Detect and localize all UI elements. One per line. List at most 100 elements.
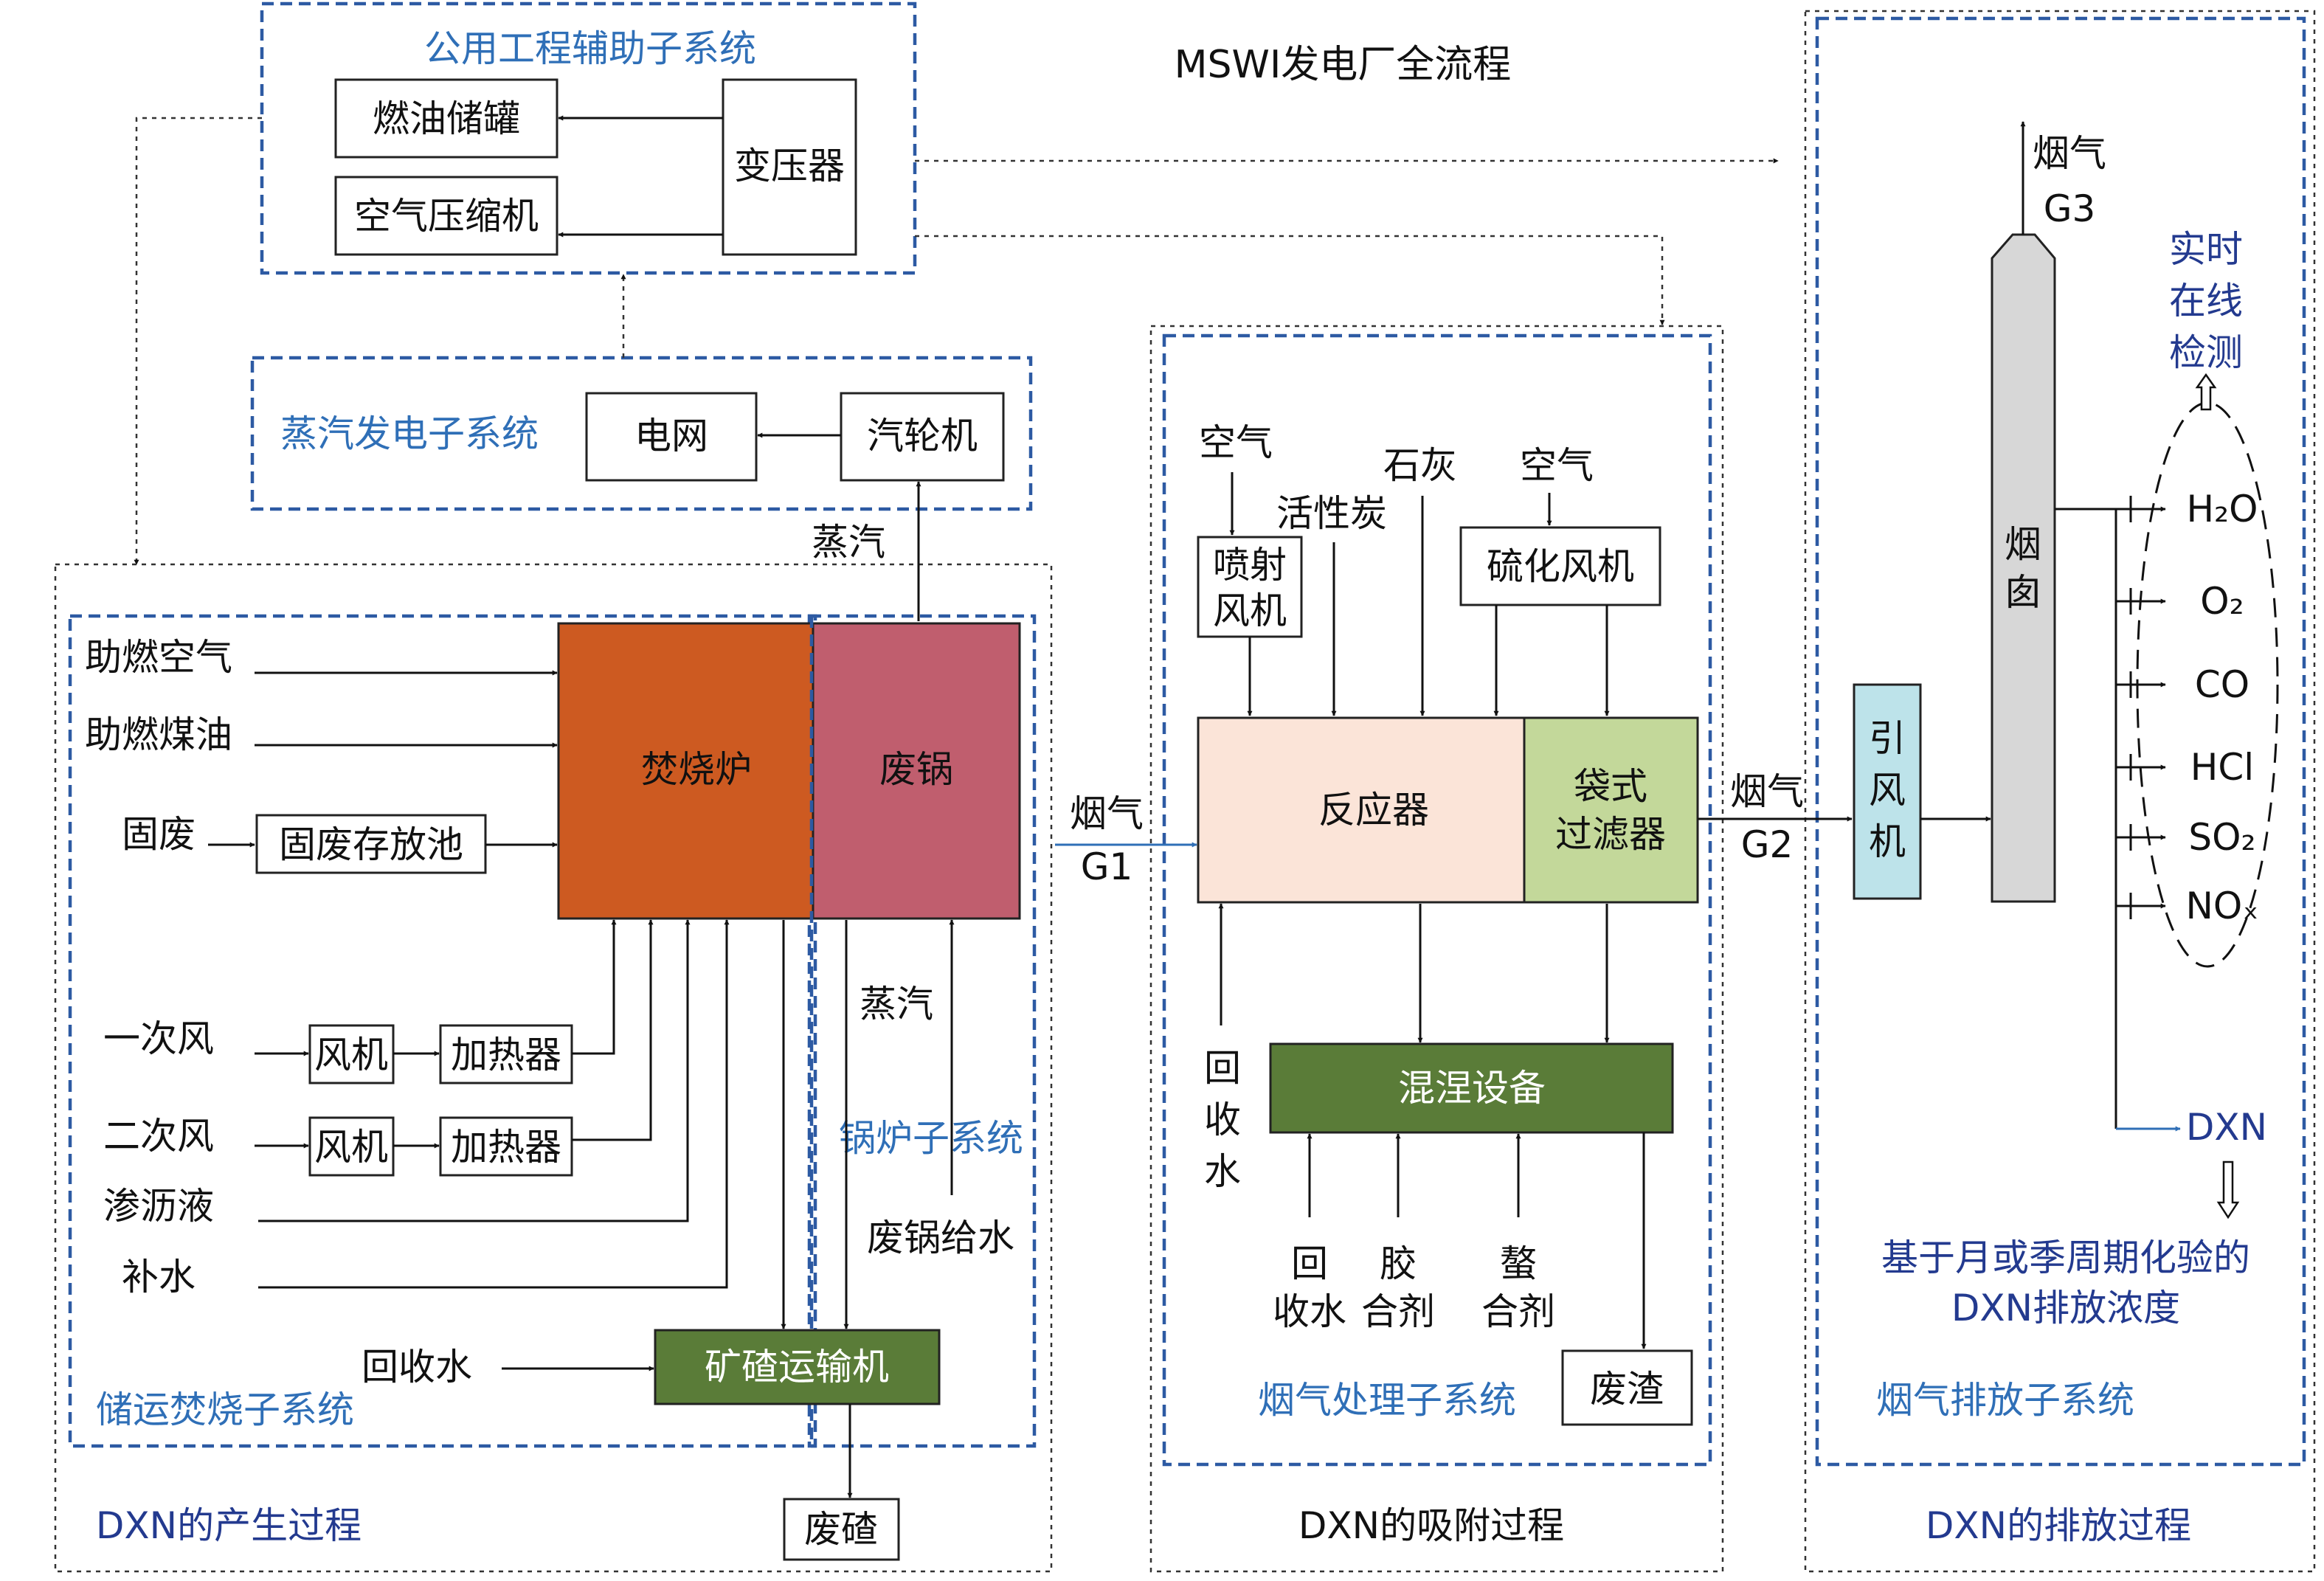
flue-gas-g2-label-line1: 烟气 — [1730, 770, 1804, 813]
steam-power-subsystem-label: 蒸汽发电子系统 — [280, 412, 539, 455]
utility-to-adsorption-dashed-line — [915, 235, 1665, 325]
utility-to-generation-dashed-line — [134, 117, 262, 565]
waste-boiler-label: 废锅 — [879, 748, 953, 791]
secondary-air-label: 二次风 — [103, 1115, 214, 1158]
primary-heater-to-incinerator-arrow — [572, 919, 617, 1055]
dxn-note-line1: 基于月或季周期化验的 — [1881, 1236, 2250, 1279]
air-compressor-label: 空气压缩机 — [354, 195, 539, 238]
fuel-tank-label: 燃油储罐 — [373, 97, 520, 140]
secondary-heater-label: 加热器 — [451, 1126, 561, 1169]
slag-out-box — [783, 1498, 900, 1561]
fuel-tank-box — [334, 78, 558, 159]
leachate-label: 渗沥液 — [103, 1185, 214, 1228]
flue-emission-subsystem-label: 烟气排放子系统 — [1876, 1379, 2134, 1422]
binder-line2: 合剂 — [1361, 1290, 1435, 1333]
boiler-feedwater-label: 废锅给水 — [867, 1217, 1014, 1259]
emission-process-region — [1804, 10, 2316, 1573]
boiler-subsystem-frame — [807, 614, 1037, 1448]
residue-label: 废渣 — [1590, 1368, 1664, 1411]
dxn-note-line2: DXN排放浓度 — [1951, 1287, 2180, 1329]
generation-process-region — [54, 563, 1053, 1573]
incinerator-box — [557, 622, 815, 920]
primary-air-label: 一次风 — [103, 1017, 214, 1060]
mixer-label: 混涅设备 — [1398, 1067, 1546, 1110]
flue-gas-g3-label-line2: G3 — [2044, 187, 2096, 230]
incinerator-label: 焚烧炉 — [641, 748, 752, 791]
sulfur-fan-label: 硫化风机 — [1487, 545, 1634, 588]
secondary-heater-box — [439, 1116, 573, 1177]
makeup-water-label: 补水 — [122, 1256, 196, 1298]
boiler-subsystem-label: 锅炉子系统 — [839, 1117, 1023, 1160]
secondary-fan-label: 风机 — [314, 1126, 388, 1169]
combustion-air-label: 助燃空气 — [85, 636, 232, 679]
diagram-title: MSWI发电厂全流程 — [1175, 43, 1512, 87]
transformer-label: 变压器 — [734, 145, 845, 187]
bag-filter-box — [1523, 716, 1699, 904]
residue-box — [1561, 1349, 1693, 1426]
adsorption-stage-label: DXN的吸附过程 — [1298, 1504, 1564, 1547]
spray-fan-label-line2: 风机 — [1213, 589, 1287, 632]
recycled-water-2-line1: 回 — [1204, 1047, 1241, 1090]
species-label: O₂ — [2200, 580, 2244, 623]
secondary-heater-to-incinerator-arrow — [572, 919, 654, 1141]
primary-heater-label: 加热器 — [451, 1034, 561, 1076]
slag-conveyor-box — [654, 1329, 941, 1405]
recycled-water-2-line3: 水 — [1204, 1150, 1241, 1193]
bag-filter-label-line1: 袋式 — [1574, 765, 1647, 808]
adsorption-process-region — [1149, 325, 1724, 1573]
emission-stage-label: DXN的排放过程 — [1926, 1504, 2191, 1547]
flue-gas-g3-label-line1: 烟气 — [2033, 132, 2106, 175]
flue-gas-g1-label-line1: 烟气 — [1070, 792, 1144, 835]
dxn-output-label: DXN — [2186, 1106, 2267, 1149]
online-monitoring-label-line1: 实时 — [2169, 228, 2243, 271]
induced-fan-label-line1: 引 — [1869, 717, 1906, 760]
binder-line1: 胶 — [1380, 1242, 1417, 1285]
generation-stage-label: DXN的产生过程 — [96, 1504, 362, 1547]
chelating-agent-line2: 合剂 — [1481, 1290, 1555, 1333]
mixer-box — [1269, 1042, 1674, 1134]
induced-fan-label-line2: 风 — [1869, 769, 1906, 812]
flue-treatment-subsystem-frame — [1162, 333, 1712, 1467]
reactor-box — [1197, 716, 1526, 904]
leachate-to-incinerator-arrow — [258, 919, 691, 1222]
combustion-oil-label: 助燃煤油 — [85, 713, 232, 756]
chimney-shape — [1991, 233, 2056, 903]
online-monitoring-label-line3: 检测 — [2169, 331, 2243, 374]
monitoring-up-arrow-icon — [2195, 373, 2217, 411]
spray-fan-box — [1197, 536, 1303, 638]
activated-carbon-label: 活性炭 — [1276, 492, 1387, 535]
flue-treatment-subsystem-label: 烟气处理子系统 — [1258, 1379, 1516, 1422]
slag-out-label: 废碴 — [804, 1508, 878, 1551]
chimney-label-line1: 烟 — [2005, 523, 2041, 566]
induced-fan-box — [1853, 683, 1922, 900]
reactor-label: 反应器 — [1318, 789, 1429, 831]
steam-label-upper: 蒸汽 — [812, 521, 885, 564]
air-input-label-2: 空气 — [1520, 444, 1594, 487]
waste-pool-box — [255, 814, 487, 874]
recycled-water-3-line2: 收水 — [1273, 1290, 1346, 1333]
dxn-down-arrow-icon — [2216, 1160, 2240, 1220]
flue-gas-g2-label-line2: G2 — [1741, 823, 1794, 866]
storage-incineration-subsystem-label: 储运焚烧子系统 — [96, 1388, 354, 1431]
online-monitoring-label-line2: 在线 — [2169, 280, 2243, 322]
spray-fan-label-line1: 喷射 — [1213, 544, 1287, 587]
recycled-water-3-line1: 回 — [1291, 1242, 1328, 1285]
species-label: H₂O — [2187, 488, 2258, 530]
storage-incineration-subsystem-frame — [68, 614, 817, 1448]
utility-subsystem-label: 公用工程辅助子系统 — [424, 27, 756, 70]
chimney-label-line2: 囱 — [2005, 571, 2041, 614]
lime-label: 石灰 — [1383, 444, 1457, 487]
steam-label-lower: 蒸汽 — [860, 983, 933, 1025]
recycled-water-2-line2: 收 — [1204, 1099, 1241, 1141]
grid-label: 电网 — [634, 415, 708, 457]
flue-gas-g1-label-line2: G1 — [1081, 845, 1133, 888]
solid-waste-label: 固废 — [122, 813, 196, 856]
sulfur-fan-box — [1459, 526, 1661, 606]
species-label: CO — [2195, 663, 2249, 706]
species-label: SO₂ — [2188, 816, 2255, 859]
induced-fan-label-line3: 机 — [1869, 820, 1906, 863]
primary-heater-box — [439, 1024, 573, 1084]
turbine-box — [840, 392, 1005, 482]
